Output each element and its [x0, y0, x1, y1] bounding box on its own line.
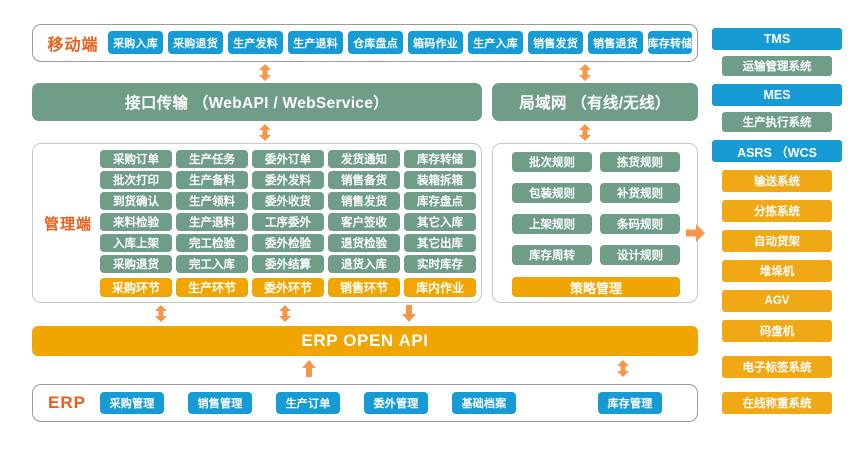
- mobile-item-4[interactable]: 仓库盘点: [348, 31, 403, 54]
- mgmt-c3-item-1[interactable]: 销售备货: [328, 171, 400, 189]
- mgmt-c2-item-1[interactable]: 委外发料: [252, 171, 324, 189]
- stack-item-asrs-4[interactable]: AGV: [722, 290, 832, 312]
- mgmt-c2-item-3[interactable]: 工序委外: [252, 213, 324, 231]
- mobile-item-7[interactable]: 销售发货: [528, 31, 583, 54]
- strategy-r1-c0[interactable]: 包装规则: [512, 183, 592, 203]
- mobile-item-9[interactable]: 库存转储: [648, 31, 692, 54]
- erp-open-api-bar: ERP OPEN API: [32, 326, 698, 356]
- mobile-item-5[interactable]: 箱码作业: [408, 31, 463, 54]
- mgmt-c2-item-0[interactable]: 委外订单: [252, 150, 324, 168]
- strategy-r3-c1[interactable]: 设计规则: [600, 245, 680, 265]
- mgmt-c3-item-4[interactable]: 退货检验: [328, 234, 400, 252]
- mgmt-c3-footer[interactable]: 销售环节: [328, 278, 400, 297]
- stack-item-asrs-5[interactable]: 码盘机: [722, 320, 832, 342]
- mobile-item-3[interactable]: 生产退料: [288, 31, 343, 54]
- mgmt-c0-item-0[interactable]: 采购订单: [100, 150, 172, 168]
- mgmt-c4-item-3[interactable]: 其它入库: [404, 213, 476, 231]
- strategy-r0-c0[interactable]: 批次规则: [512, 152, 592, 172]
- strategy-r3-c0[interactable]: 库存周转: [512, 245, 592, 265]
- double-arrow-vertical-erp-2: [614, 360, 632, 377]
- double-arrow-vertical-iface-2: [576, 124, 594, 141]
- erp-item-1[interactable]: 销售管理: [188, 392, 252, 414]
- mgmt-c3-item-5[interactable]: 退货入库: [328, 255, 400, 273]
- double-arrow-vertical-mgmt-1: [152, 305, 170, 322]
- mobile-item-0[interactable]: 采购入库: [108, 31, 163, 54]
- double-arrow-vertical-iface-1: [256, 124, 274, 141]
- strategy-r1-c1[interactable]: 补货规则: [600, 183, 680, 203]
- mgmt-c1-item-0[interactable]: 生产任务: [176, 150, 248, 168]
- strategy-r2-c1[interactable]: 条码规则: [600, 214, 680, 234]
- stack-sub-mes[interactable]: 生产执行系统: [722, 112, 832, 132]
- mgmt-c2-footer[interactable]: 委外环节: [252, 278, 324, 297]
- stack-item-asrs-6[interactable]: 电子标签系统: [722, 356, 832, 378]
- mobile-item-8[interactable]: 销售退货: [588, 31, 643, 54]
- double-arrow-vertical-mgmt-2: [276, 305, 294, 322]
- erp-item-3[interactable]: 委外管理: [364, 392, 428, 414]
- stack-item-asrs-7[interactable]: 在线称重系统: [722, 392, 832, 414]
- mgmt-c1-item-2[interactable]: 生产领料: [176, 192, 248, 210]
- mgmt-c2-item-4[interactable]: 委外检验: [252, 234, 324, 252]
- erp-item-0[interactable]: 采购管理: [100, 392, 164, 414]
- double-arrow-vertical-mobile-1: [256, 64, 274, 81]
- management-label: 管理端: [43, 215, 92, 233]
- mgmt-c3-item-0[interactable]: 发货通知: [328, 150, 400, 168]
- arrow-up-erp-1: [300, 360, 318, 377]
- mgmt-c3-item-3[interactable]: 客户签收: [328, 213, 400, 231]
- stack-head-tms[interactable]: TMS: [712, 28, 842, 50]
- mobile-label: 移动端: [47, 37, 99, 54]
- mgmt-c1-item-1[interactable]: 生产备料: [176, 171, 248, 189]
- mgmt-c1-item-5[interactable]: 完工入库: [176, 255, 248, 273]
- mgmt-c1-item-3[interactable]: 生产退料: [176, 213, 248, 231]
- mgmt-c2-item-2[interactable]: 委外收货: [252, 192, 324, 210]
- mgmt-c4-item-5[interactable]: 实时库存: [404, 255, 476, 273]
- mobile-item-1[interactable]: 采购退货: [168, 31, 223, 54]
- mobile-item-2[interactable]: 生产发料: [228, 31, 283, 54]
- stack-head-asrs[interactable]: ASRS （WCS: [712, 140, 842, 162]
- mgmt-c0-item-3[interactable]: 来料检验: [100, 213, 172, 231]
- stack-item-asrs-2[interactable]: 自动货架: [722, 230, 832, 252]
- strategy-footer[interactable]: 策略管理: [512, 277, 680, 297]
- strategy-r0-c1[interactable]: 拣货规则: [600, 152, 680, 172]
- mgmt-c0-item-2[interactable]: 到货确认: [100, 192, 172, 210]
- mgmt-c3-item-2[interactable]: 销售发货: [328, 192, 400, 210]
- stack-item-asrs-0[interactable]: 输送系统: [722, 170, 832, 192]
- strategy-r2-c0[interactable]: 上架规则: [512, 214, 592, 234]
- erp-label: ERP: [48, 393, 86, 412]
- interface-transmission-bar: 接口传输 （WebAPI / WebService）: [32, 83, 482, 121]
- mgmt-c1-footer[interactable]: 生产环节: [176, 278, 248, 297]
- arrow-down-strategy: [400, 305, 418, 322]
- erp-item-4[interactable]: 基础档案: [452, 392, 516, 414]
- erp-item-2[interactable]: 生产订单: [276, 392, 340, 414]
- mgmt-c4-item-1[interactable]: 装箱拆箱: [404, 171, 476, 189]
- stack-item-asrs-3[interactable]: 堆垛机: [722, 260, 832, 282]
- arrow-right-strategy: [686, 224, 705, 242]
- mgmt-c0-item-5[interactable]: 采购退货: [100, 255, 172, 273]
- mgmt-c4-item-0[interactable]: 库存转储: [404, 150, 476, 168]
- stack-item-asrs-1[interactable]: 分拣系统: [722, 200, 832, 222]
- mgmt-c1-item-4[interactable]: 完工检验: [176, 234, 248, 252]
- mgmt-c0-item-4[interactable]: 入库上架: [100, 234, 172, 252]
- mobile-item-6[interactable]: 生产入库: [468, 31, 523, 54]
- stack-sub-tms[interactable]: 运输管理系统: [722, 56, 832, 76]
- lan-bar: 局域网 （有线/无线）: [492, 83, 698, 121]
- mgmt-c4-item-4[interactable]: 其它出库: [404, 234, 476, 252]
- double-arrow-vertical-mobile-2: [576, 64, 594, 81]
- mgmt-c0-item-1[interactable]: 批次打印: [100, 171, 172, 189]
- mgmt-c2-item-5[interactable]: 委外结算: [252, 255, 324, 273]
- mgmt-c0-footer[interactable]: 采购环节: [100, 278, 172, 297]
- mgmt-c4-item-2[interactable]: 库存盘点: [404, 192, 476, 210]
- stack-head-mes[interactable]: MES: [712, 84, 842, 106]
- erp-item-inventory[interactable]: 库存管理: [598, 392, 662, 414]
- mgmt-c4-footer[interactable]: 库内作业: [404, 278, 476, 297]
